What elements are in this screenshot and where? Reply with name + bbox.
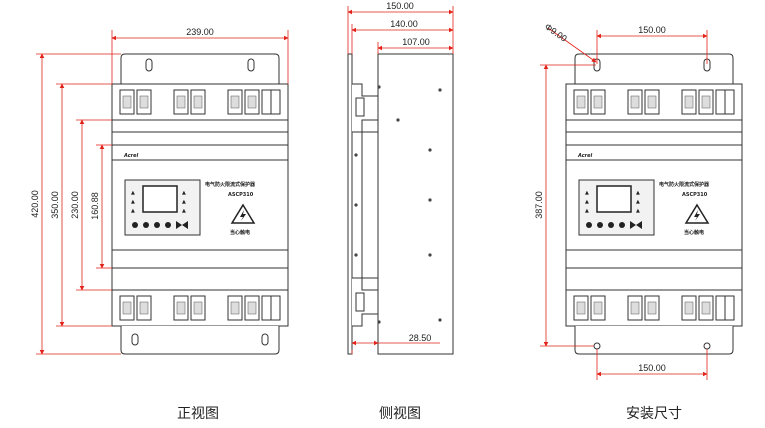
dim-depth-150: 150.00 [386, 1, 414, 11]
slot-hole-icon [703, 58, 711, 72]
dim-height-230: 230.00 [70, 191, 80, 219]
mount-hole-icon [593, 342, 601, 350]
slot-hole-icon [145, 58, 153, 72]
product-model: ASCP310 [228, 192, 254, 198]
dim-height-420: 420.00 [30, 190, 40, 218]
bottom-terminal-group [119, 295, 281, 321]
dim-hole-diameter: Φ9.00 [543, 21, 569, 43]
brand-logo: Acrel [577, 153, 593, 159]
warning-text: 当心触电 [230, 229, 250, 236]
top-mounting-ear [120, 53, 280, 84]
install-view-caption: 安装尺寸 [626, 406, 682, 422]
indicator-icon: ▲ [131, 190, 135, 196]
front-view: Acrel ▲ ▲ ▲ ▲ ▲ ▲ 电气防火限流式保护器 ASCP310 当心触… [30, 27, 289, 422]
front-dimensions [36, 30, 289, 355]
dim-depth-140: 140.00 [390, 19, 418, 29]
dim-depth-28: 28.50 [409, 333, 432, 343]
indicator-icon: ▲ [636, 208, 640, 214]
slot-hole-icon [247, 58, 255, 72]
bottom-mounting-ear [120, 326, 280, 355]
dim-bottom-spacing: 150.00 [638, 363, 666, 373]
indicator-icon: ▲ [182, 199, 186, 205]
side-screws [354, 85, 442, 324]
dim-height-387: 387.00 [534, 191, 544, 219]
product-name: 电气防火限流式保护器 [659, 181, 710, 188]
side-bottom-terminal [352, 277, 379, 327]
indicator-icon: ▲ [585, 190, 589, 196]
side-base [361, 131, 379, 279]
side-view: 150.00 140.00 107.00 28.50 侧视图 [347, 1, 454, 422]
indicator-icon: ▲ [585, 199, 589, 205]
play-key-icon [630, 221, 642, 229]
indicator-icon: ▲ [585, 208, 589, 214]
install-bottom-ear [574, 326, 734, 355]
key-button-icon [132, 222, 138, 228]
install-view: Acrel ▲ ▲ ▲ ▲ ▲ ▲ 电气防火限流式保护器 ASCP310 当心触… [534, 21, 743, 422]
side-view-caption: 侧视图 [379, 406, 421, 422]
key-button-icon [154, 222, 160, 228]
dim-top-spacing: 150.00 [638, 25, 666, 35]
mount-hole-icon [703, 342, 711, 350]
slot-hole-icon [131, 333, 139, 346]
indicator-icon: ▲ [131, 199, 135, 205]
warning-triangle-icon [230, 203, 256, 224]
warning-text: 当心触电 [684, 229, 704, 236]
key-button-icon [143, 222, 149, 228]
side-top-terminal [352, 83, 379, 133]
install-top-terminal-group [573, 89, 735, 115]
dim-height-350: 350.00 [50, 191, 60, 219]
slot-hole-icon [261, 333, 269, 346]
side-body [377, 53, 454, 355]
install-bottom-terminal-group [573, 295, 735, 321]
indicator-icon: ▲ [131, 208, 135, 214]
install-dimensions [540, 27, 708, 380]
dim-depth-107: 107.00 [402, 37, 430, 47]
lcd-display [142, 185, 178, 213]
warning-triangle-icon [684, 203, 710, 224]
indicator-icon: ▲ [182, 190, 186, 196]
dim-height-160: 160.88 [90, 192, 100, 220]
key-button-icon [619, 222, 625, 228]
key-button-icon [586, 222, 592, 228]
play-key-icon [176, 221, 188, 229]
product-model: ASCP310 [682, 192, 708, 198]
brand-logo: Acrel [123, 153, 139, 159]
key-button-icon [597, 222, 603, 228]
side-mounting-plate [347, 53, 353, 355]
lcd-display [596, 185, 632, 213]
indicator-icon: ▲ [636, 190, 640, 196]
install-top-ear [574, 53, 734, 84]
product-name: 电气防火限流式保护器 [205, 181, 256, 188]
key-button-icon [165, 222, 171, 228]
side-dimensions [347, 6, 454, 354]
dim-width-239: 239.00 [186, 27, 214, 37]
indicator-icon: ▲ [182, 208, 186, 214]
key-button-icon [608, 222, 614, 228]
indicator-icon: ▲ [636, 199, 640, 205]
front-view-caption: 正视图 [177, 406, 219, 422]
top-terminal-group [119, 89, 281, 115]
